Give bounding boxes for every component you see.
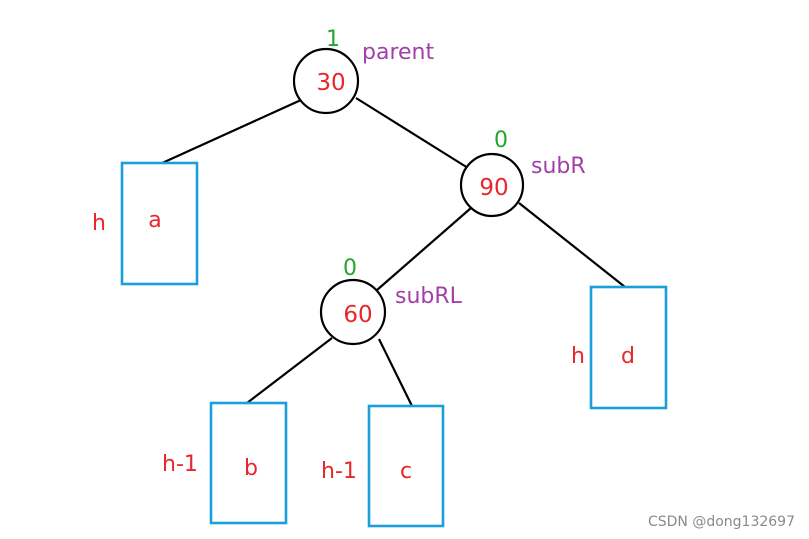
subtree-a-label: a bbox=[148, 208, 161, 233]
node-parent-balance-factor: 1 bbox=[326, 27, 340, 52]
subtree-a-box bbox=[120, 161, 199, 286]
subtree-b-height: h-1 bbox=[162, 452, 198, 477]
node-subRL: 60 0 subRL bbox=[319, 256, 463, 346]
node-subR-value: 90 bbox=[479, 175, 508, 201]
subtree-b-label: b bbox=[244, 456, 258, 481]
subtree-d-height: h bbox=[571, 344, 585, 369]
subtree-c-label: c bbox=[400, 459, 412, 484]
subtree-a-height: h bbox=[92, 211, 106, 236]
node-subRL-role-label: subRL bbox=[395, 284, 463, 309]
subtree-a: a h bbox=[92, 161, 199, 286]
node-parent-value: 30 bbox=[316, 70, 345, 96]
node-subRL-balance-factor: 0 bbox=[343, 256, 357, 281]
edge-parent-to-a bbox=[159, 98, 302, 166]
edge-subRL-to-b bbox=[246, 337, 333, 404]
subtree-c: c h-1 bbox=[321, 404, 445, 528]
edge-subR-to-subRL bbox=[376, 207, 472, 291]
subtree-b-box bbox=[209, 401, 288, 525]
edge-subRL-to-c bbox=[378, 338, 413, 407]
node-parent: 30 1 parent bbox=[292, 27, 434, 115]
node-subRL-circle bbox=[319, 278, 387, 346]
node-subR: 90 0 subR bbox=[459, 128, 586, 218]
node-subRL-value: 60 bbox=[343, 302, 372, 328]
edge-parent-to-subR bbox=[355, 97, 469, 169]
edge-subR-to-d bbox=[518, 202, 626, 288]
node-subR-circle bbox=[459, 152, 525, 218]
subtree-c-height: h-1 bbox=[321, 459, 357, 484]
subtree-d-box bbox=[589, 285, 668, 410]
subtree-d-label: d bbox=[621, 344, 635, 369]
node-subR-role-label: subR bbox=[531, 154, 586, 179]
watermark: CSDN @dong132697 bbox=[648, 514, 795, 530]
subtree-c-box bbox=[367, 404, 445, 528]
node-subR-balance-factor: 0 bbox=[494, 128, 508, 153]
node-parent-role-label: parent bbox=[362, 40, 434, 65]
node-parent-circle bbox=[292, 47, 360, 115]
subtree-d: d h bbox=[571, 285, 668, 410]
subtree-b: b h-1 bbox=[162, 401, 288, 525]
